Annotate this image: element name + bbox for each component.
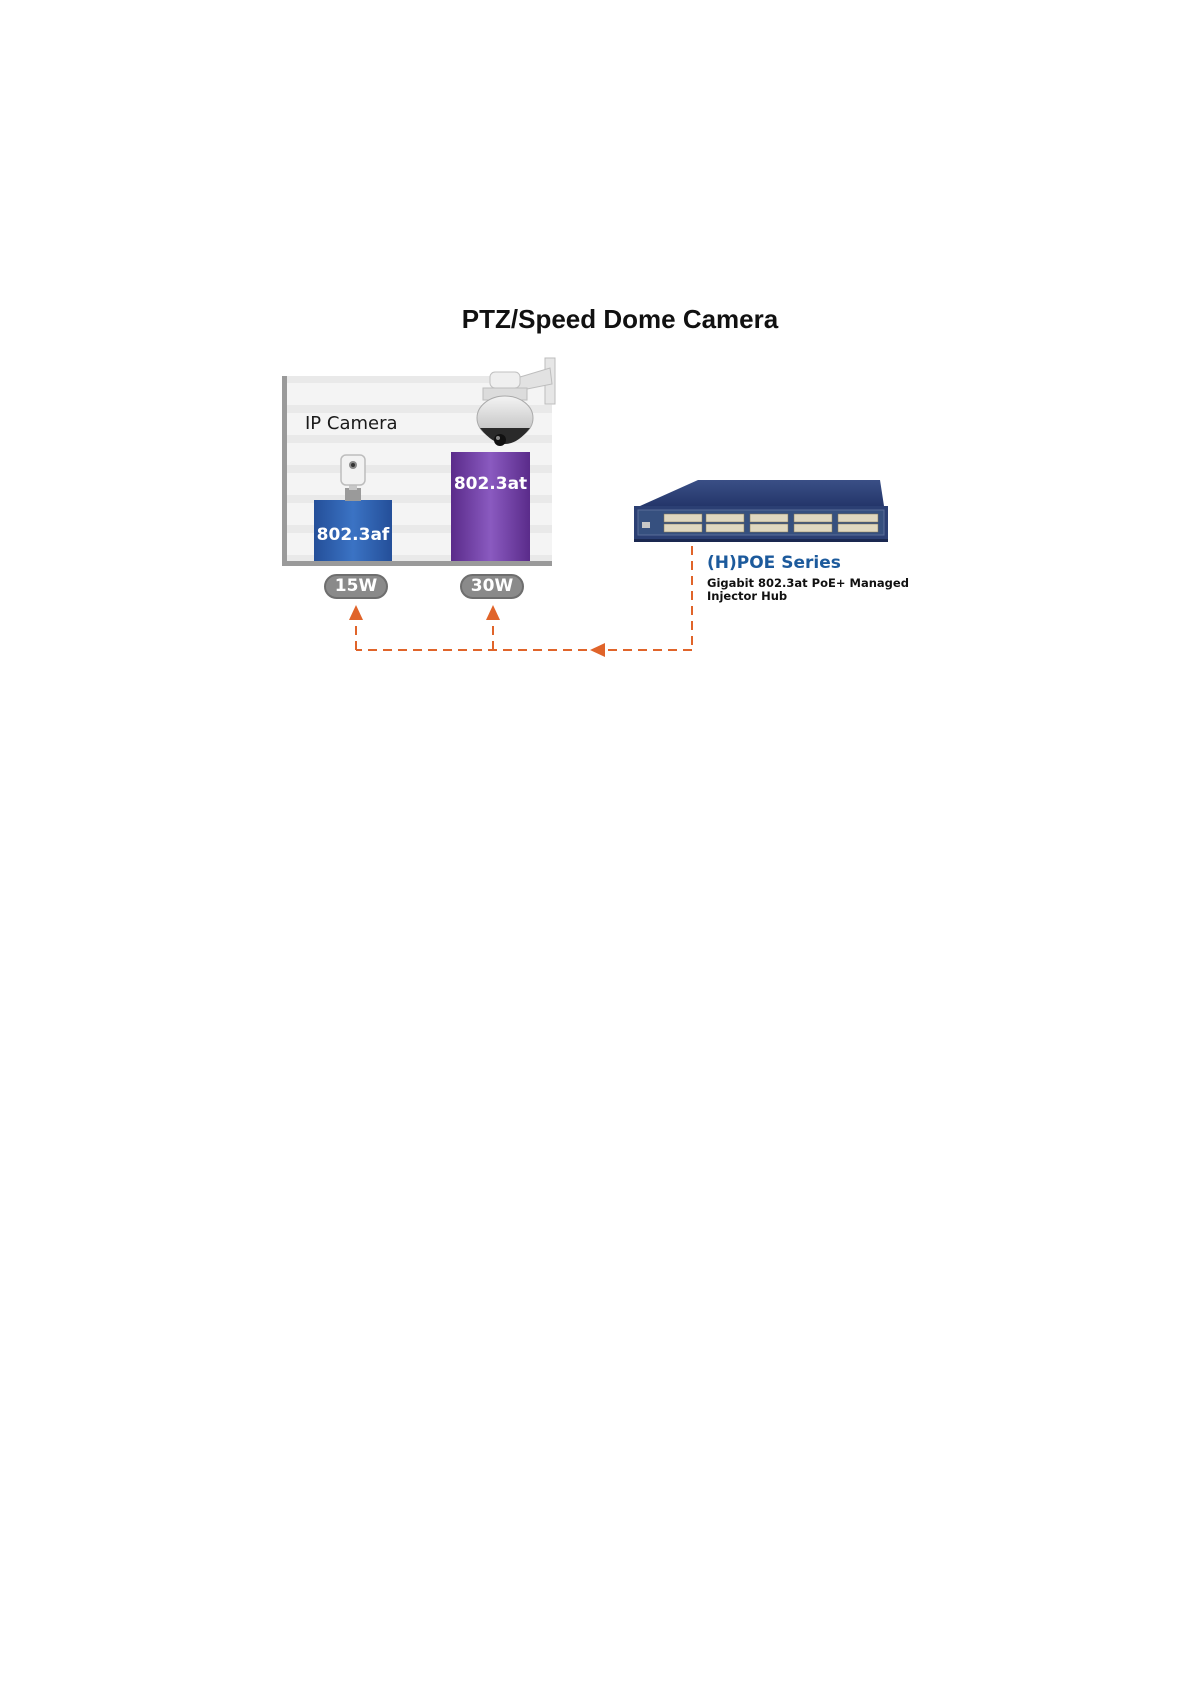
poe-switch-icon: [634, 480, 888, 542]
power-badge-30w: 30W: [460, 574, 524, 599]
switch-description-line2: Injector Hub: [707, 590, 947, 603]
bar-802-3at: [451, 452, 530, 561]
standard-label-802-3af: 802.3af: [314, 525, 392, 545]
switch-series-title: (H)POE Series: [707, 553, 841, 573]
power-badge-15w: 15W: [324, 574, 388, 599]
switch-description: Gigabit 802.3at PoE+ Managed Injector Hu…: [707, 577, 947, 603]
standard-label-802-3at: 802.3at: [451, 474, 530, 494]
ip-camera-label: IP Camera: [305, 413, 398, 435]
diagram-title: PTZ/Speed Dome Camera: [340, 302, 900, 336]
